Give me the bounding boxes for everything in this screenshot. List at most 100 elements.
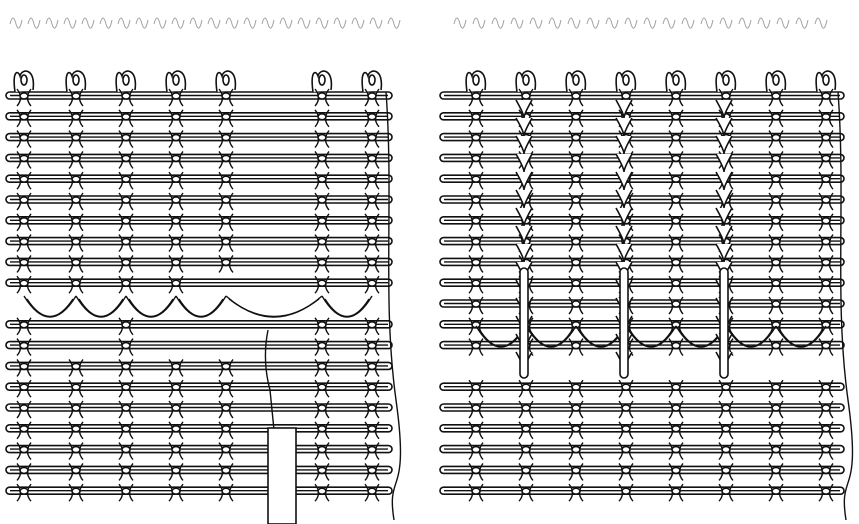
stitch-head [672,176,680,182]
stitch-head [222,135,230,141]
stitch-head [318,280,326,286]
stitch-head [20,259,28,265]
stitch-head [572,218,580,224]
stitch-head [318,405,326,411]
stitch-head [722,467,730,473]
header-scribble-mark [739,18,751,28]
stitch-head [222,93,230,99]
stitch-head [122,426,130,432]
stitch-head [20,155,28,161]
stitch-head [122,363,130,369]
stitch-head [122,488,130,494]
stitch-head [368,405,376,411]
stitch-head [772,218,780,224]
stitch-head [172,114,180,120]
fabric-group [6,18,400,520]
header-scribble-mark [796,18,808,28]
stitch-head [172,426,180,432]
header-scribble-mark [100,18,112,28]
header-scribble-mark [370,18,382,28]
stitch-head [572,447,580,453]
stitch-head [122,447,130,453]
needle-shaft [268,428,296,524]
stitch-head [522,488,530,494]
stitch-head [318,343,326,349]
stitch-head [722,426,730,432]
stitch-head [672,343,680,349]
stitch-head [72,467,80,473]
stitch-head [20,447,28,453]
stitch-head [368,343,376,349]
header-scribble-mark [262,18,274,28]
top-loop-eye [319,75,325,85]
stitch-head [822,218,830,224]
stitch-head [122,343,130,349]
top-loop-eye [673,75,679,85]
stitch-head [122,405,130,411]
stitch-head [122,155,130,161]
header-scribble-mark [815,18,827,28]
stitch-head [472,155,480,161]
stitch-head [122,239,130,245]
stitch-head [20,135,28,141]
top-loop-eye [623,75,629,85]
stitch-head [172,176,180,182]
stitch-head [472,405,480,411]
stitch-head [72,239,80,245]
stitch-head [772,259,780,265]
stitch-head [72,176,80,182]
stitch-head [222,259,230,265]
stitch-head [72,259,80,265]
stitch-head [20,176,28,182]
stitch-head [122,176,130,182]
stitch-head [472,488,480,494]
stitch-head [622,405,630,411]
stitch-head [722,447,730,453]
stitch-head [472,280,480,286]
stitch-head [672,114,680,120]
stitch-head [122,322,130,328]
header-scribble-mark [549,18,561,28]
stitch-head [318,363,326,369]
stitch-head [318,467,326,473]
stitch-head [622,93,630,99]
stitch-head [672,301,680,307]
stitch-head [318,259,326,265]
stitch-head [822,447,830,453]
stitch-head [672,259,680,265]
stitch-head [572,405,580,411]
stitch-head [20,218,28,224]
stitch-head [672,155,680,161]
stitch-head [772,343,780,349]
stitch-head [318,218,326,224]
stitch-head [572,301,580,307]
header-scribble-mark [154,18,166,28]
stitch-head [772,280,780,286]
stitch-head [222,239,230,245]
stitch-head [672,93,680,99]
stitch-head [122,384,130,390]
header-scribble-mark [568,18,580,28]
header-scribble-mark [298,18,310,28]
stitch-head [622,384,630,390]
stitch-head [672,239,680,245]
header-scribble-mark [606,18,618,28]
header-scribble-mark [454,18,466,28]
stitch-head [172,447,180,453]
right-fabric-illustration [434,0,859,524]
stitch-head [472,239,480,245]
stitch-head [522,93,530,99]
stitch-head [172,155,180,161]
stitch-head [622,488,630,494]
header-scribble-mark [118,18,130,28]
stitch-head [472,301,480,307]
stitch-head [672,426,680,432]
stitch-head [672,405,680,411]
top-loop-eye [823,75,829,85]
stitch-head [772,197,780,203]
header-scribble-mark [644,18,656,28]
stitch-head [472,135,480,141]
stitch-head [772,301,780,307]
stitch-head [368,176,376,182]
